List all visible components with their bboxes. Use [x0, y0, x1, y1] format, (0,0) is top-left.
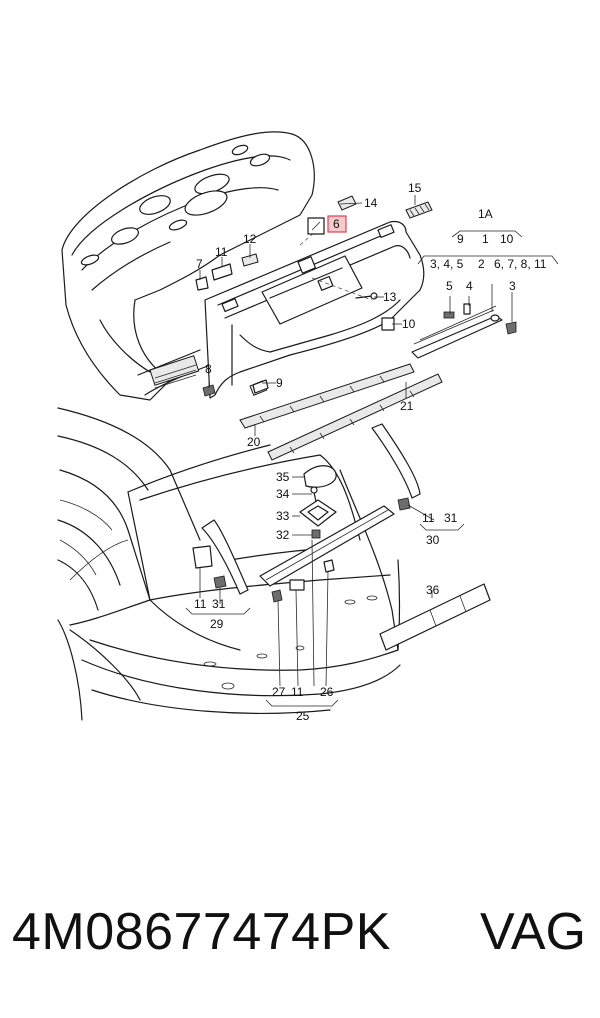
callout-2: 2 [478, 257, 485, 271]
callout-29: 29 [210, 617, 224, 631]
tailgate-trim-panel [204, 220, 425, 399]
callout-1A: 1A [478, 207, 493, 221]
leader-lines [185, 195, 559, 707]
callout-8: 8 [205, 362, 212, 376]
callout-35: 35 [276, 470, 290, 484]
callout-11-upper: 11 [215, 245, 228, 259]
callout-31-right: 31 [444, 511, 458, 525]
callout-7: 7 [196, 257, 203, 271]
callout-5: 5 [446, 279, 453, 293]
callout-11-left: 11 [194, 597, 207, 611]
callout-32: 32 [276, 528, 290, 542]
callout-27: 27 [272, 685, 286, 699]
callout-12: 12 [243, 232, 257, 246]
callout-1: 1 [482, 232, 489, 246]
callout-15: 15 [408, 181, 422, 195]
guide-rail-assembly [411, 284, 517, 359]
callout-21: 21 [400, 399, 414, 413]
callout-33: 33 [276, 509, 290, 523]
callout-11-right: 11 [422, 511, 435, 525]
highlight-marker [327, 215, 347, 233]
callout-14: 14 [364, 196, 378, 210]
part-number-caption: 4M08677474PK [12, 903, 391, 961]
callout-34: 34 [276, 487, 290, 501]
callout-3: 3 [509, 279, 516, 293]
callout-4: 4 [466, 279, 473, 293]
callout-20: 20 [247, 435, 261, 449]
callout-9-lower: 9 [276, 376, 283, 390]
callout-26: 26 [320, 685, 334, 699]
tailgate-shell [61, 131, 315, 401]
callout-9: 9 [457, 232, 464, 246]
callout-13: 13 [383, 290, 397, 304]
callout-10: 10 [500, 232, 514, 246]
callout-labels: 1A 9 1 10 3, 4, 5 2 6, 7, 8, 11 5 4 3 15… [194, 181, 547, 723]
callout-3-4-5: 3, 4, 5 [430, 257, 464, 271]
small-parts-upper [195, 195, 433, 397]
seal-strip-20 [239, 363, 415, 429]
callout-25: 25 [296, 709, 310, 723]
callout-6: 6 [333, 217, 340, 231]
brand-caption: VAG [480, 903, 586, 961]
callout-36: 36 [426, 583, 440, 597]
seal-strip-21 [267, 373, 443, 461]
small-parts-lower [192, 423, 491, 651]
callout-11-bottom: 11 [291, 685, 304, 699]
callout-30: 30 [426, 533, 440, 547]
callout-31-left: 31 [212, 597, 226, 611]
callout-10-lower: 10 [402, 317, 416, 331]
callout-6-7-8-11: 6, 7, 8, 11 [494, 257, 547, 271]
